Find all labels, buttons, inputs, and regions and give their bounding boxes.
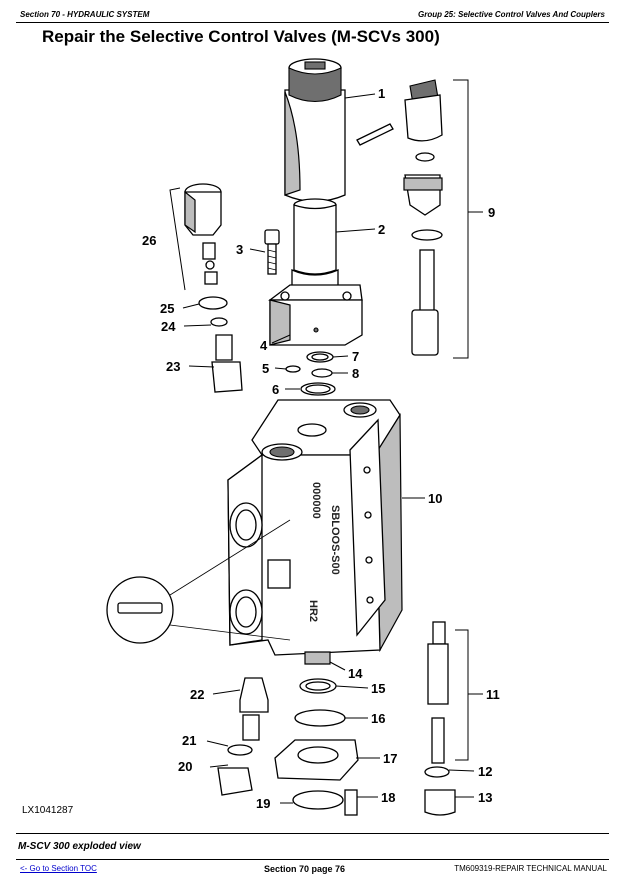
header-divider — [16, 22, 609, 23]
callout-22: 22 — [190, 687, 204, 702]
manual-id: TM609319-REPAIR TECHNICAL MANUAL — [454, 864, 607, 873]
callout-9: 9 — [488, 205, 495, 220]
callout-11: 11 — [486, 687, 500, 702]
header-group: Group 25: Selective Control Valves And C… — [417, 10, 605, 19]
part-2-tube — [291, 198, 339, 295]
callout-10: 10 — [428, 491, 442, 506]
parts-20-22 — [217, 677, 269, 796]
figure-id: LX1041287 — [22, 805, 74, 816]
callout-13: 13 — [478, 790, 492, 805]
callout-25: 25 — [160, 301, 174, 316]
figure-caption: M-SCV 300 exploded view — [18, 841, 141, 852]
callout-14: 14 — [348, 666, 363, 681]
bracket-11 — [455, 629, 469, 761]
page-number: Section 70 page 76 — [264, 864, 346, 874]
callout-12: 12 — [478, 764, 492, 779]
callout-20: 20 — [178, 759, 192, 774]
callout-5: 5 — [262, 361, 269, 376]
body-marking-2: SBLOOS-S00 — [329, 505, 341, 575]
callout-1: 1 — [378, 86, 385, 101]
callout-24: 24 — [161, 319, 176, 334]
callout-18: 18 — [381, 790, 395, 805]
callout-15: 15 — [371, 681, 385, 696]
part-3-bolt — [264, 229, 280, 275]
part-11-spool — [424, 621, 456, 816]
bracket-26 — [169, 187, 186, 291]
callout-8: 8 — [352, 366, 359, 381]
callout-4: 4 — [260, 338, 268, 353]
callout-21: 21 — [182, 733, 196, 748]
header-section: Section 70 - HYDRAULIC SYSTEM — [20, 10, 150, 19]
part-9-spool-assembly — [403, 79, 443, 356]
leader-lines — [182, 93, 475, 804]
exploded-view-figure: 000000 SBLOOS-S00 HR2 — [106, 58, 500, 816]
callout-3: 3 — [236, 242, 243, 257]
body-marking-1: 000000 — [310, 482, 322, 519]
page-title: Repair the Selective Control Valves (M-S… — [42, 27, 440, 46]
callout-19: 19 — [256, 796, 270, 811]
part-1-solenoid-cap — [284, 58, 346, 203]
caption-divider — [16, 833, 609, 834]
part-26-check-valve — [184, 183, 243, 393]
lower-seals-and-cover — [274, 678, 359, 816]
part-10-valve-body: 000000 SBLOOS-S00 HR2 — [227, 399, 403, 665]
pin — [356, 123, 394, 146]
callout-17: 17 — [383, 751, 397, 766]
callout-16: 16 — [371, 711, 385, 726]
callout-numbers: 1 2 3 4 5 6 7 8 9 10 11 12 13 14 15 16 1… — [142, 86, 500, 811]
section-toc-link[interactable]: <- Go to Section TOC — [20, 864, 97, 873]
body-marking-3: HR2 — [307, 600, 319, 622]
footer-divider — [16, 859, 609, 860]
callout-26: 26 — [142, 233, 156, 248]
callout-2: 2 — [378, 222, 385, 237]
bracket-9 — [453, 79, 469, 359]
callout-23: 23 — [166, 359, 180, 374]
detail-magnifier — [106, 519, 291, 644]
part-4-flange — [268, 284, 363, 346]
callout-7: 7 — [352, 349, 359, 364]
callout-6: 6 — [272, 382, 279, 397]
